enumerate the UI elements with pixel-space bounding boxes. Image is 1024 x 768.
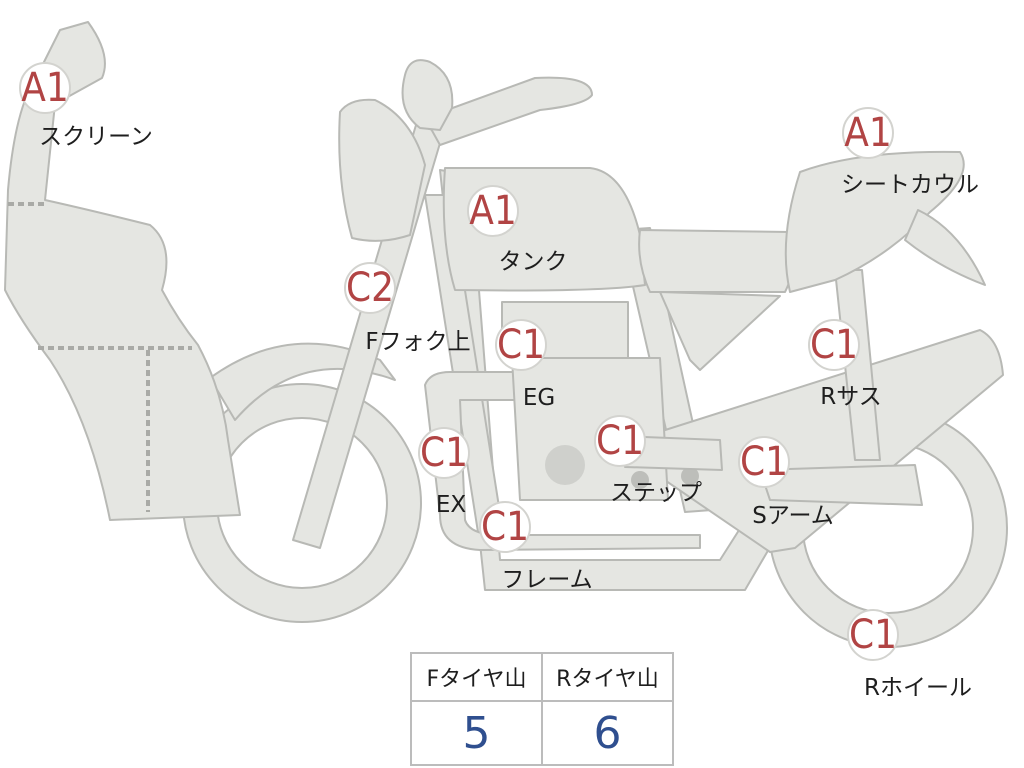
grade-rear-shock: C1 [810, 322, 858, 368]
part-marker-screen: A1 スクリーン [19, 62, 153, 150]
label-rear-shock: Rサス [820, 384, 882, 410]
footpeg-left [631, 471, 649, 489]
front-tire-value: 5 [462, 707, 491, 759]
tail-piece [904, 209, 986, 286]
rear-tire-value: 6 [593, 707, 622, 759]
label-engine: EG [523, 385, 555, 411]
grade-rear-wheel: C1 [849, 612, 897, 658]
part-marker-rear-shock: C1 Rサス [808, 319, 882, 410]
label-exhaust: EX [436, 492, 467, 518]
rear-chain-guard [759, 464, 923, 506]
grade-screen: A1 [21, 65, 69, 111]
label-tank: タンク [499, 249, 568, 275]
part-marker-fork-upper: C2 Fフォク上 [344, 262, 471, 355]
part-marker-seat-cowl: A1 シートカウル [841, 107, 979, 198]
grade-swing-arm: C1 [740, 439, 788, 485]
part-marker-swing-arm: C1 Sアーム [738, 436, 834, 529]
part-marker-exhaust: C1 EX [418, 427, 470, 518]
grade-frame: C1 [481, 504, 529, 550]
part-marker-frame: C1 フレーム [479, 501, 593, 593]
label-step: ステップ [610, 480, 702, 506]
headlight [338, 98, 426, 242]
footpeg-right [681, 467, 699, 485]
grade-tank: A1 [469, 188, 517, 234]
grade-engine: C1 [497, 322, 545, 368]
front-tire-column: Fタイヤ山 5 [412, 654, 541, 764]
label-swing-arm: Sアーム [752, 503, 834, 529]
grade-fork-upper: C2 [346, 265, 394, 311]
label-frame: フレーム [501, 567, 592, 593]
label-screen: スクリーン [39, 124, 153, 150]
grade-step: C1 [596, 418, 644, 464]
front-tire-header: Fタイヤ山 [412, 654, 541, 702]
handlebar [424, 76, 593, 146]
engine-cover [545, 445, 585, 485]
part-marker-tank: A1 タンク [467, 185, 568, 275]
swing-arm-shape [639, 329, 1004, 553]
seat-underside [659, 291, 781, 371]
exhaust-shape [424, 371, 701, 551]
grade-seat-cowl: A1 [844, 110, 892, 156]
rear-tire-header: Rタイヤ山 [543, 654, 672, 702]
label-seat-cowl: シートカウル [841, 172, 979, 198]
mirror [401, 59, 454, 131]
part-marker-step: C1 ステップ [594, 415, 702, 506]
tire-tread-table: Fタイヤ山 5 Rタイヤ山 6 [410, 652, 674, 766]
grade-exhaust: C1 [420, 430, 468, 476]
label-fork-upper: Fフォク上 [365, 329, 470, 355]
seat-shape [638, 229, 795, 293]
rear-tire-column: Rタイヤ山 6 [541, 654, 672, 764]
part-marker-engine: C1 EG [495, 319, 555, 411]
front-cowl-shape [4, 21, 241, 521]
label-rear-wheel: Rホイール [864, 675, 972, 701]
part-marker-rear-wheel: C1 Rホイール [847, 609, 972, 701]
seat-cowl-shape [784, 150, 965, 293]
